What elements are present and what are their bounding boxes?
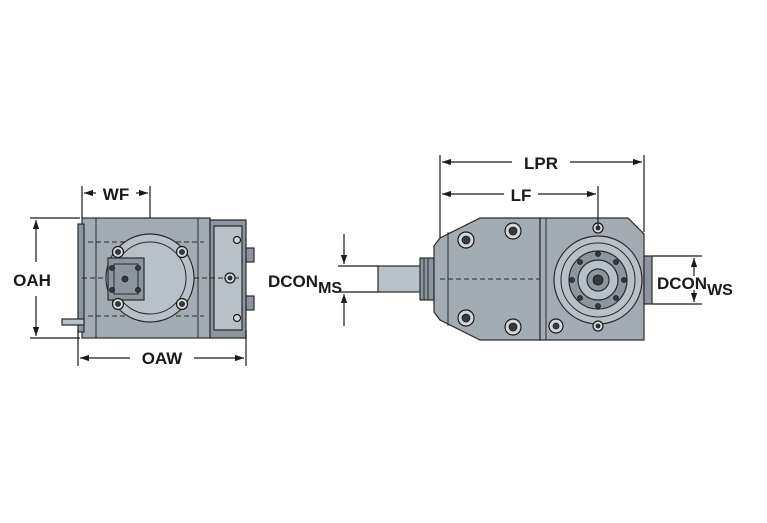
shank-collar: [419, 257, 435, 301]
side-view: [377, 217, 653, 341]
lf-dimension: LF: [442, 186, 599, 228]
lpr-dimension: LPR: [439, 154, 645, 238]
oaw-label: OAW: [142, 349, 184, 368]
oaw-dimension: OAW: [77, 330, 247, 368]
shank: [377, 265, 423, 293]
end-view-tab-top: [245, 247, 255, 263]
spindle-face: [553, 235, 643, 325]
housing-bolts: [457, 222, 604, 336]
dcon-ms-dimension: DCONMS: [268, 234, 378, 326]
oah-label: OAH: [13, 271, 51, 290]
dcon-ws-label: DCONWS: [657, 274, 733, 299]
wf-label: WF: [103, 185, 129, 204]
dcon-ws-dimension: DCONWS: [652, 255, 733, 305]
lf-label: LF: [511, 186, 532, 205]
output-flange: [643, 255, 653, 305]
dcon-ms-label: DCONMS: [268, 272, 342, 297]
end-view-bolts: [109, 235, 242, 323]
lpr-label: LPR: [524, 154, 558, 173]
oah-dimension: OAH: [13, 217, 80, 339]
end-view: [61, 217, 255, 339]
end-view-tab-bottom: [245, 295, 255, 311]
wf-dimension: WF: [81, 185, 151, 218]
end-view-pin: [61, 318, 85, 326]
